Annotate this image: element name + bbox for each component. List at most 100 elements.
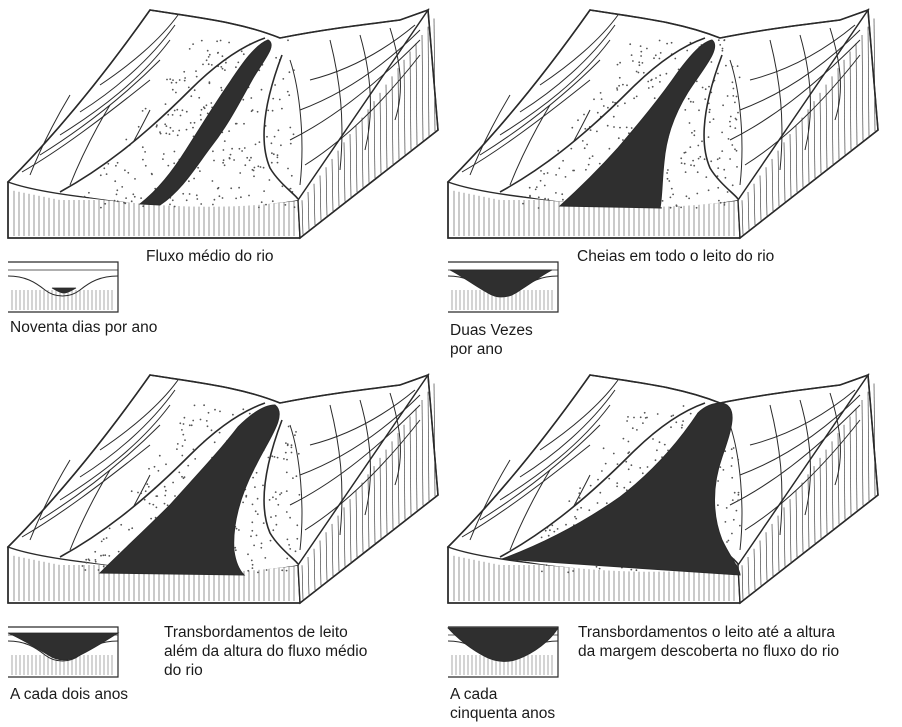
sand-dot bbox=[102, 554, 104, 556]
sand-dot bbox=[196, 76, 198, 78]
sand-dot bbox=[198, 97, 200, 99]
sand-dot bbox=[659, 441, 661, 443]
sand-dot bbox=[292, 477, 294, 479]
sand-dot bbox=[235, 198, 237, 200]
sand-dot bbox=[280, 144, 282, 146]
sand-dot bbox=[206, 420, 208, 422]
sand-dot bbox=[192, 420, 194, 422]
sand-dot bbox=[736, 510, 738, 512]
sand-dot bbox=[287, 539, 289, 541]
sand-dot bbox=[659, 74, 661, 76]
sand-dot bbox=[719, 466, 721, 468]
section-water bbox=[8, 633, 118, 660]
sand-dot bbox=[616, 486, 618, 488]
sand-dot bbox=[134, 196, 136, 198]
sand-dot bbox=[196, 194, 198, 196]
sand-dot bbox=[295, 550, 297, 552]
sand-dot bbox=[586, 144, 588, 146]
sand-dot bbox=[605, 463, 607, 465]
sand-dot bbox=[557, 150, 559, 152]
sand-dot bbox=[194, 122, 196, 124]
sand-dot bbox=[192, 43, 194, 45]
sand-dot bbox=[642, 62, 644, 64]
sand-dot bbox=[725, 65, 727, 67]
sand-dot bbox=[194, 458, 196, 460]
sand-dot bbox=[269, 179, 271, 181]
sand-dot bbox=[616, 89, 618, 91]
sand-dot bbox=[722, 50, 724, 52]
sand-dot bbox=[180, 115, 182, 117]
sand-dot bbox=[220, 40, 222, 42]
sand-dot bbox=[732, 499, 734, 501]
sand-dot bbox=[653, 57, 655, 59]
sand-dot bbox=[590, 485, 592, 487]
sand-dot bbox=[210, 102, 212, 104]
sand-dot bbox=[717, 167, 719, 169]
sand-dot bbox=[654, 97, 656, 99]
sand-dot bbox=[281, 492, 283, 494]
sand-dot bbox=[667, 178, 669, 180]
sand-dot bbox=[652, 438, 654, 440]
sand-dot bbox=[597, 502, 599, 504]
sand-dot bbox=[240, 196, 242, 198]
sand-dot bbox=[234, 547, 236, 549]
sand-dot bbox=[724, 202, 726, 204]
sand-dot bbox=[254, 486, 256, 488]
sand-dot bbox=[98, 569, 100, 571]
sand-dot bbox=[183, 423, 185, 425]
sand-dot bbox=[731, 465, 733, 467]
sand-dot bbox=[705, 88, 707, 90]
sand-dot bbox=[217, 188, 219, 190]
sand-dot bbox=[541, 537, 543, 539]
sand-dot bbox=[733, 519, 735, 521]
sand-dot bbox=[82, 565, 84, 567]
sand-dot bbox=[194, 405, 196, 407]
sand-dot bbox=[260, 547, 262, 549]
sand-dot bbox=[696, 193, 698, 195]
sand-dot bbox=[631, 54, 633, 56]
sand-dot bbox=[237, 62, 239, 64]
sand-dot bbox=[597, 479, 599, 481]
sand-dot bbox=[286, 459, 288, 461]
sand-dot bbox=[736, 119, 738, 121]
sand-dot bbox=[201, 40, 203, 42]
sand-dot bbox=[235, 549, 237, 551]
sand-dot bbox=[736, 96, 738, 98]
sand-dot bbox=[106, 537, 108, 539]
sand-dot bbox=[670, 197, 672, 199]
sand-dot bbox=[584, 147, 586, 149]
sand-dot bbox=[733, 447, 735, 449]
sand-dot bbox=[670, 426, 672, 428]
sand-dot bbox=[538, 207, 540, 209]
sand-dot bbox=[698, 109, 700, 111]
flow-label: Transbordamentos o leito até a altura da… bbox=[578, 623, 839, 661]
sand-dot bbox=[84, 196, 86, 198]
sand-dot bbox=[609, 148, 611, 150]
sand-dot bbox=[246, 157, 248, 159]
sand-dot bbox=[562, 199, 564, 201]
sand-dot bbox=[209, 54, 211, 56]
sand-dot bbox=[729, 126, 731, 128]
sand-dot bbox=[690, 413, 692, 415]
sand-dot bbox=[659, 40, 661, 42]
sand-dot bbox=[262, 485, 264, 487]
sand-dot bbox=[164, 123, 166, 125]
sand-dot bbox=[720, 202, 722, 204]
sand-dot bbox=[243, 123, 245, 125]
sand-dot bbox=[636, 429, 638, 431]
sand-dot bbox=[103, 538, 105, 540]
sand-dot bbox=[182, 193, 184, 195]
sand-dot bbox=[251, 110, 253, 112]
sand-dot bbox=[86, 562, 88, 564]
sand-dot bbox=[178, 472, 180, 474]
sand-dot bbox=[693, 134, 695, 136]
sand-dot bbox=[601, 470, 603, 472]
sand-dot bbox=[189, 424, 191, 426]
sand-dot bbox=[131, 490, 133, 492]
sand-dot bbox=[287, 39, 289, 41]
sand-dot bbox=[732, 184, 734, 186]
sand-dot bbox=[685, 171, 687, 173]
sand-dot bbox=[199, 170, 201, 172]
sand-dot bbox=[214, 199, 216, 201]
sand-dot bbox=[203, 106, 205, 108]
